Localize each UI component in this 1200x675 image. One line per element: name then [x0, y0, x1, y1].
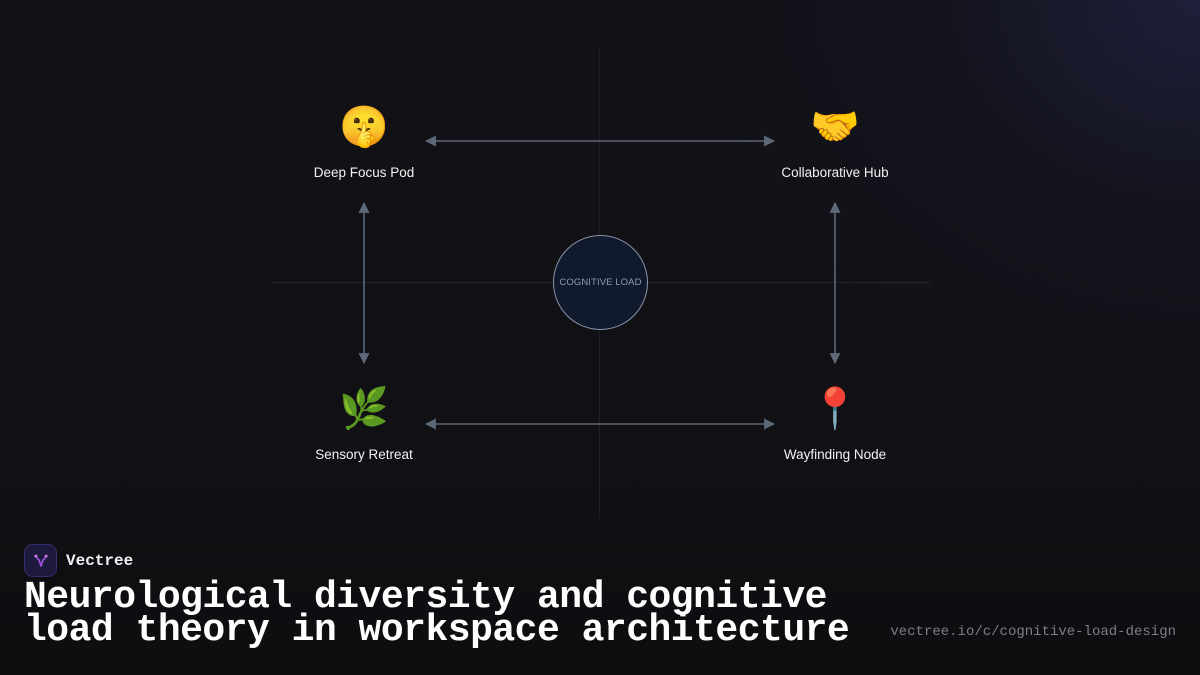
node-label: Collaborative Hub — [781, 165, 889, 180]
vectree-logo-icon — [24, 544, 57, 577]
round-pushpin-icon: 📍 — [810, 386, 860, 432]
node-label: Deep Focus Pod — [313, 165, 415, 180]
node-collaborative-hub: 🤝 Collaborative Hub — [735, 103, 935, 180]
page-title: Neurological diversity and cognitive loa… — [24, 576, 850, 652]
handshake-icon: 🤝 — [810, 104, 860, 150]
brand-name: Vectree — [66, 551, 134, 570]
herb-icon: 🌿 — [339, 386, 389, 432]
node-deep-focus-pod: 🤫 Deep Focus Pod — [264, 103, 464, 180]
node-label: Sensory Retreat — [315, 447, 413, 462]
node-label: Wayfinding Node — [783, 447, 887, 462]
center-label: COGNITIVE LOAD — [559, 277, 642, 288]
shushing-face-icon: 🤫 — [339, 104, 389, 150]
node-sensory-retreat: 🌿 Sensory Retreat — [264, 385, 464, 462]
brand: Vectree — [24, 544, 133, 577]
cognitive-load-center: COGNITIVE LOAD — [553, 235, 648, 330]
node-wayfinding-node: 📍 Wayfinding Node — [735, 385, 935, 462]
source-url: vectree.io/c/cognitive-load-design — [890, 624, 1176, 640]
